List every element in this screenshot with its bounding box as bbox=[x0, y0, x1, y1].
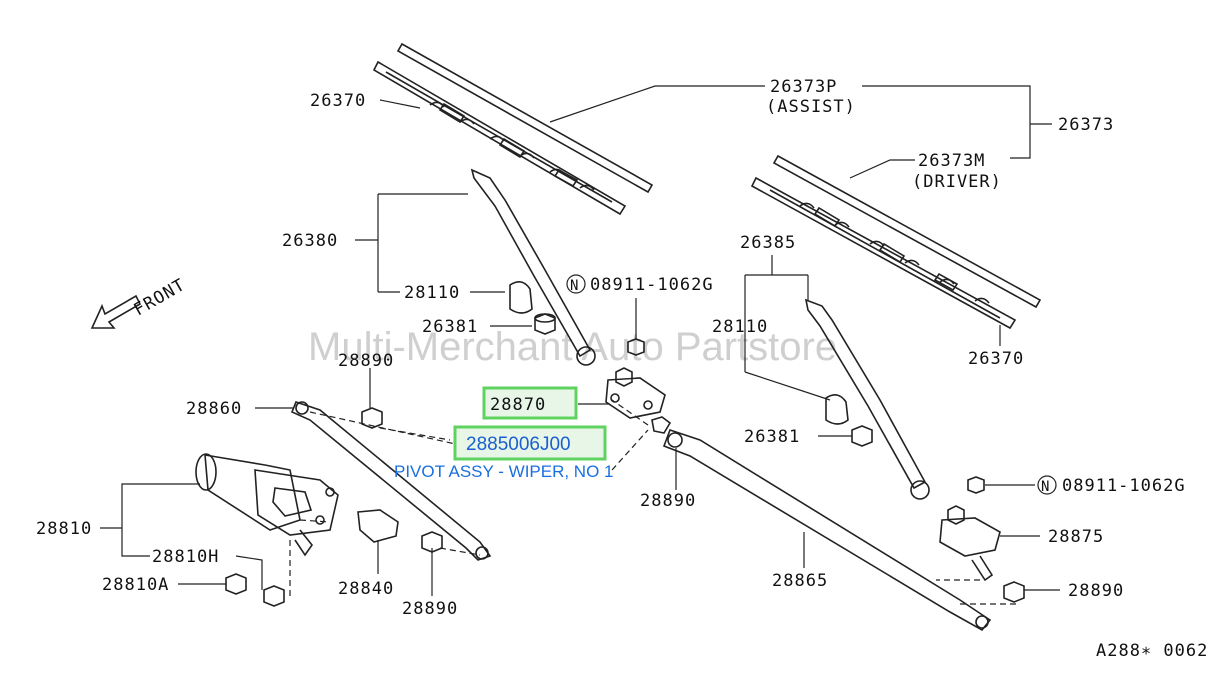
label-26373m[interactable]: 26373M bbox=[918, 151, 985, 171]
front-arrow-icon bbox=[90, 294, 142, 329]
label-08911-lower[interactable]: 08911-1062G bbox=[1062, 476, 1186, 496]
wiper-motor-28810[interactable] bbox=[195, 453, 339, 557]
label-28865[interactable]: 28865 bbox=[772, 571, 828, 591]
wiper-blade-driver[interactable] bbox=[750, 154, 1042, 330]
label-26381-lower[interactable]: 26381 bbox=[744, 427, 800, 447]
wiper-arm-driver[interactable] bbox=[804, 298, 930, 500]
label-26373p[interactable]: 26373P bbox=[770, 77, 837, 97]
svg-text:N: N bbox=[1041, 479, 1049, 495]
label-28890-upper[interactable]: 28890 bbox=[338, 351, 394, 371]
label-26370-lower[interactable]: 26370 bbox=[968, 349, 1024, 369]
svg-text:N: N bbox=[570, 278, 578, 294]
label-26373[interactable]: 26373 bbox=[1058, 115, 1114, 135]
highlight-part-number[interactable]: 2885006J00 bbox=[466, 434, 571, 455]
label-08911-lower-group[interactable]: N 08911-1062G bbox=[1037, 475, 1186, 496]
bolt-28810a[interactable] bbox=[225, 573, 285, 607]
diagram-code: A288∗ 0062 bbox=[1096, 641, 1208, 661]
n-circle-icon bbox=[566, 274, 586, 294]
label-28840[interactable]: 28840 bbox=[338, 579, 394, 599]
label-28890-middle[interactable]: 28890 bbox=[640, 491, 696, 511]
nut-26381-lower[interactable] bbox=[851, 425, 873, 447]
nut-08911-lower[interactable] bbox=[967, 476, 985, 494]
label-28810a[interactable]: 28810A bbox=[102, 575, 169, 595]
label-26385[interactable]: 26385 bbox=[740, 233, 796, 253]
watermark: Multi-Merchant Auto Partstore bbox=[308, 325, 837, 369]
label-28110-lower[interactable]: 28110 bbox=[712, 317, 768, 337]
nut-28890-right[interactable] bbox=[1003, 581, 1025, 603]
bushing-28840[interactable] bbox=[357, 509, 399, 543]
highlight-box-part-number[interactable]: 2885006J00 bbox=[453, 425, 607, 461]
leader-lines bbox=[100, 85, 1060, 596]
wiper-blade-assist[interactable] bbox=[372, 42, 654, 216]
label-28890-right[interactable]: 28890 bbox=[1068, 581, 1124, 601]
label-26380[interactable]: 26380 bbox=[282, 231, 338, 251]
n-circle-icon bbox=[1037, 475, 1057, 495]
front-direction-indicator: FRONT bbox=[90, 275, 190, 329]
label-assist: (ASSIST) bbox=[766, 97, 856, 117]
label-08911-upper[interactable]: 08911-1062G bbox=[590, 275, 714, 295]
label-28110-upper[interactable]: 28110 bbox=[404, 283, 460, 303]
nut-26381-upper[interactable] bbox=[534, 313, 556, 335]
label-driver: (DRIVER) bbox=[912, 172, 1002, 192]
pivot-28875[interactable] bbox=[939, 505, 1001, 582]
label-28870[interactable]: 28870 bbox=[490, 395, 546, 415]
label-28810h[interactable]: 28810H bbox=[152, 547, 219, 567]
label-26370-upper[interactable]: 26370 bbox=[310, 91, 366, 111]
nut-28890-upper[interactable] bbox=[361, 407, 383, 429]
highlight-box-28870[interactable]: 28870 bbox=[482, 386, 578, 420]
pivot-28870[interactable] bbox=[605, 367, 672, 434]
label-28860[interactable]: 28860 bbox=[186, 399, 242, 419]
label-28810[interactable]: 28810 bbox=[36, 519, 92, 539]
front-label: FRONT bbox=[131, 275, 190, 320]
label-26381-upper[interactable]: 26381 bbox=[422, 317, 478, 337]
wiper-arm-assist[interactable] bbox=[470, 168, 596, 366]
label-08911-upper-group[interactable]: N 08911-1062G bbox=[566, 274, 714, 295]
label-28875[interactable]: 28875 bbox=[1048, 527, 1104, 547]
link-rod-28865[interactable] bbox=[662, 428, 992, 632]
highlight-description: PIVOT ASSY - WIPER, NO 1 bbox=[394, 462, 614, 481]
label-28890-lower[interactable]: 28890 bbox=[402, 599, 458, 619]
link-rod-28860[interactable] bbox=[290, 401, 492, 561]
